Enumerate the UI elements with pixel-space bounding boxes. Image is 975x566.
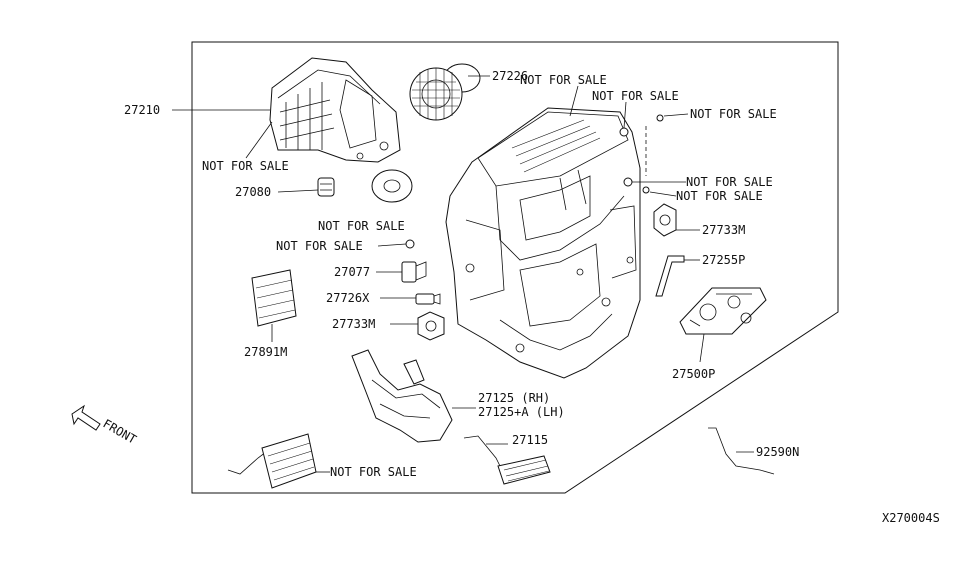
actuator-27733m-left-part xyxy=(417,311,445,341)
label-nfs-mid2: NOT FOR SALE xyxy=(676,189,763,203)
label-27226: 27226 xyxy=(492,69,528,83)
clip-part xyxy=(405,239,415,249)
bracket-27255p-part xyxy=(655,255,685,297)
filter-27891m-part xyxy=(251,269,297,327)
label-27733m-left: 27733M xyxy=(332,317,375,331)
blower-fan-part xyxy=(409,63,481,121)
evaporator-part xyxy=(227,433,317,489)
blower-housing-part xyxy=(269,57,401,163)
label-27726x: 27726X xyxy=(326,291,370,305)
label-27255p: 27255P xyxy=(702,253,745,267)
heater-core-27115-part xyxy=(463,435,551,485)
motor-part xyxy=(371,169,413,203)
actuator-27080-part xyxy=(317,177,335,197)
hose-92590n-part xyxy=(708,427,775,475)
label-nfs-evap: NOT FOR SALE xyxy=(330,465,417,479)
actuator-27077-part xyxy=(401,261,427,283)
label-27500p: 27500P xyxy=(672,367,715,381)
front-label: FRONT xyxy=(101,416,139,446)
label-nfs-top2: NOT FOR SALE xyxy=(592,89,679,103)
label-nfs-mid1: NOT FOR SALE xyxy=(686,175,773,189)
heater-unit-part xyxy=(445,107,641,379)
label-nfs-clip: NOT FOR SALE xyxy=(276,239,363,253)
label-nfs-top1: NOT FOR SALE xyxy=(520,73,607,87)
actuator-27733m-right-part xyxy=(653,203,677,237)
diagram-frame xyxy=(191,41,839,494)
label-27125-rh: 27125 (RH) xyxy=(478,391,550,405)
control-unit-27500p-part xyxy=(679,287,767,335)
diagram-ref-code: X270004S xyxy=(882,511,940,525)
label-nfs-top3: NOT FOR SALE xyxy=(690,107,777,121)
duct-27125-part xyxy=(351,349,453,443)
sensor-27726x-part xyxy=(415,293,441,305)
label-27210: 27210 xyxy=(124,103,160,117)
label-27077: 27077 xyxy=(334,265,370,279)
label-27125-lh: 27125+A (LH) xyxy=(478,405,565,419)
label-27115: 27115 xyxy=(512,433,548,447)
label-nfs-motor: NOT FOR SALE xyxy=(318,219,405,233)
label-27891m: 27891M xyxy=(244,345,287,359)
front-arrow-icon xyxy=(71,404,101,431)
label-92590n: 92590N xyxy=(756,445,799,459)
label-nfs-case: NOT FOR SALE xyxy=(202,159,289,173)
label-27733m-right: 27733M xyxy=(702,223,745,237)
label-27080: 27080 xyxy=(235,185,271,199)
